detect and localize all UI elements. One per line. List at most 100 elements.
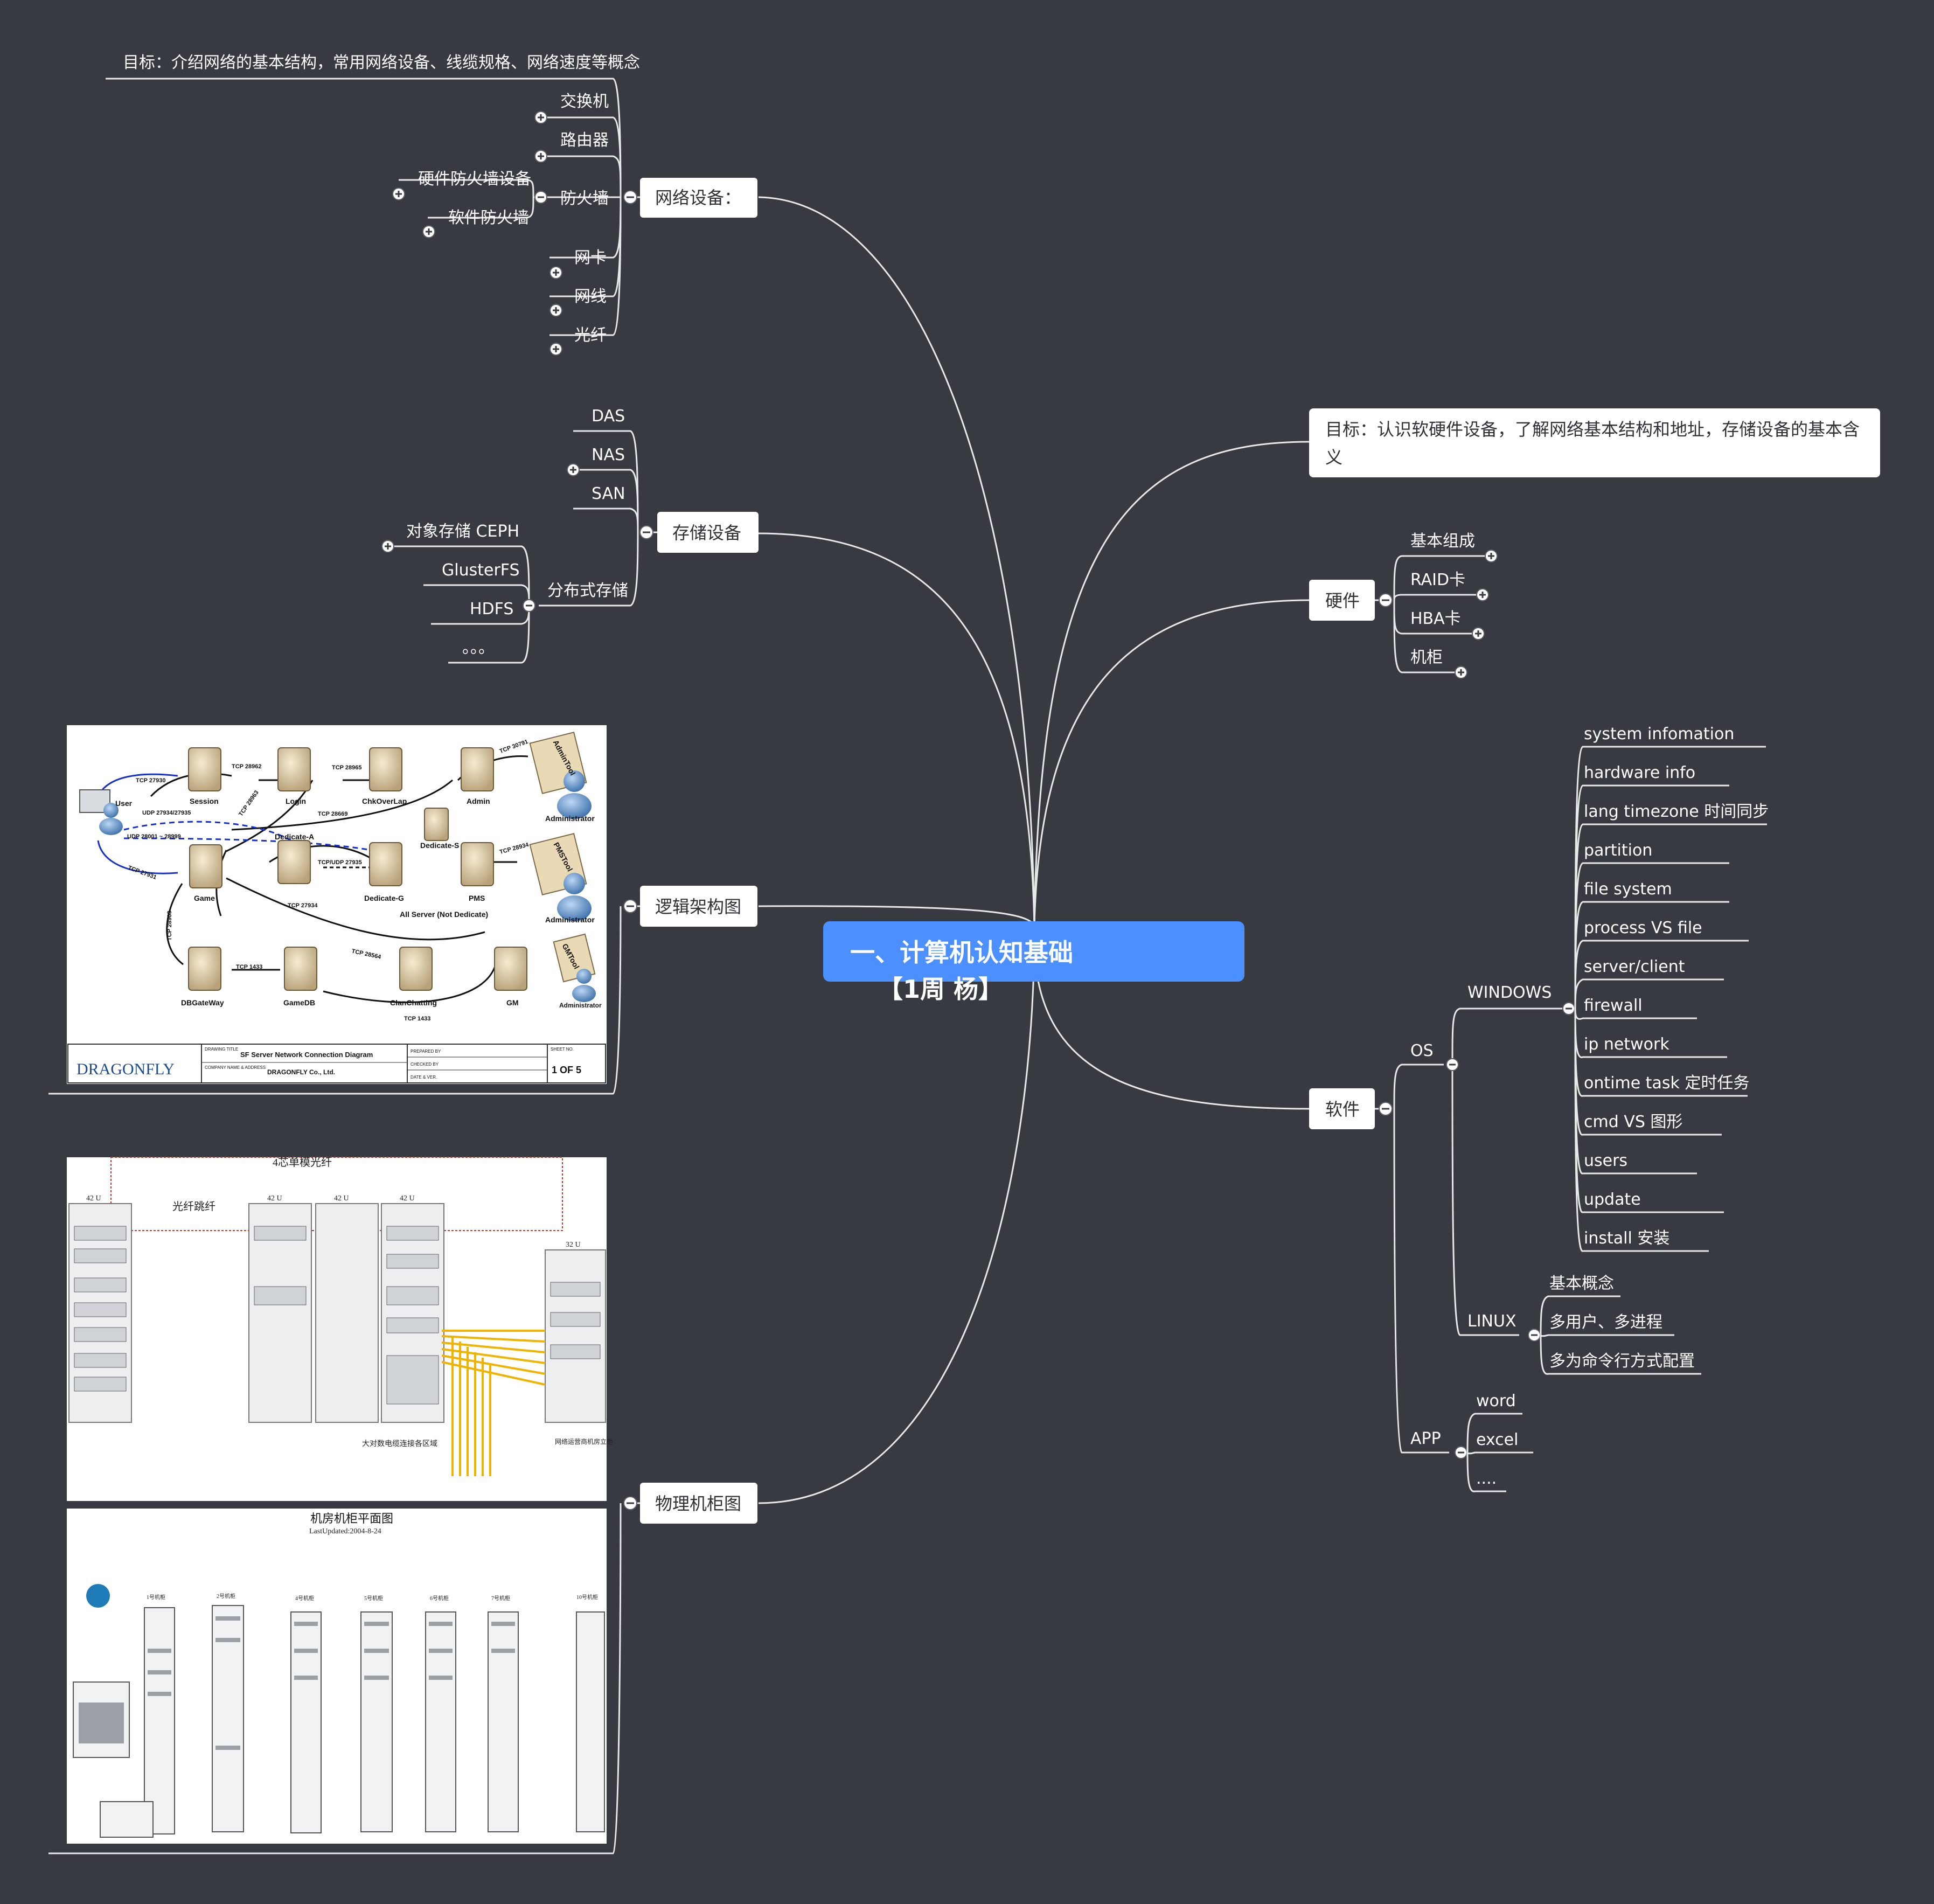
windows-item-0: system infomation bbox=[1584, 725, 1734, 743]
router-label: 路由器 bbox=[560, 131, 609, 150]
software-collapse-toggle[interactable] bbox=[1379, 1102, 1393, 1116]
app-collapse-toggle[interactable] bbox=[1455, 1446, 1467, 1459]
glusterfs-label: GlusterFS bbox=[442, 561, 520, 580]
windows-item-2: lang timezone 时间同步 bbox=[1584, 802, 1769, 821]
rack-label-10: 10号机柜 bbox=[576, 1594, 598, 1601]
floor-plan-subtitle: LastUpdated:2004-8-24 bbox=[309, 1527, 381, 1535]
windows-item-9: ontime task 定时任务 bbox=[1584, 1074, 1749, 1093]
node-gm: GM bbox=[506, 998, 519, 1007]
node-chkoverlap: ChkOverLap bbox=[362, 797, 407, 805]
linux-item-2: 多为命令行方式配置 bbox=[1549, 1352, 1695, 1371]
network-node-box[interactable] bbox=[640, 178, 757, 218]
basic-expand-toggle[interactable] bbox=[1485, 550, 1498, 562]
raid-expand-toggle[interactable] bbox=[1476, 588, 1489, 601]
network-goal: 目标：介绍网络的基本结构，常用网络设备、线缆规格、网络速度等概念 bbox=[123, 53, 640, 72]
tb-drawing-title-label: DRAWING TITLE bbox=[205, 1047, 238, 1052]
hdfs-label: HDFS bbox=[470, 600, 513, 619]
nas-expand-toggle[interactable] bbox=[567, 463, 580, 476]
software-branch: 软件 OS WINDOWS LINUX APP system infomatio… bbox=[1309, 725, 1769, 1492]
das-label: DAS bbox=[592, 407, 625, 426]
all-server-note: All Server (Not Dedicate) bbox=[400, 910, 488, 919]
floor-plan-image[interactable]: 机房机柜平面图 LastUpdated:2004-8-24 bbox=[67, 1509, 607, 1844]
ellipsis-label: 。。。 bbox=[462, 638, 495, 657]
nic-expand-toggle[interactable] bbox=[549, 266, 562, 279]
physical-node-box[interactable] bbox=[640, 1483, 757, 1524]
node-administrator-2: Administrator bbox=[545, 915, 595, 924]
fiber-label: 光纤 bbox=[574, 326, 607, 345]
distributed-collapse-toggle[interactable] bbox=[523, 599, 535, 612]
logical-node-box[interactable] bbox=[640, 886, 757, 927]
cabinet-expand-toggle[interactable] bbox=[1455, 666, 1467, 679]
ceph-label: 对象存储 CEPH bbox=[406, 522, 519, 541]
storage-branch: 存储设备 DAS NAS SAN 分布式存储 对象存储 CEPH Gluster… bbox=[381, 407, 759, 664]
hardware-label: 硬件 bbox=[1325, 590, 1360, 611]
tb-company: DRAGONFLY Co., Ltd. bbox=[267, 1068, 335, 1076]
dragonfly-logo: DRAGONFLY bbox=[76, 1060, 175, 1078]
rack-top-label: 4芯单模光纤 bbox=[273, 1156, 332, 1169]
right-goal-line2: 义 bbox=[1325, 447, 1342, 468]
node-gamedb: GameDB bbox=[283, 998, 315, 1007]
right-goal[interactable]: 目标：认识软硬件设备，了解网络基本结构和地址，存储设备的基本含 义 bbox=[1309, 408, 1880, 477]
switch-label: 交换机 bbox=[560, 92, 609, 111]
link-5: TCP 28669 bbox=[318, 811, 347, 817]
switch-expand-toggle[interactable] bbox=[534, 111, 547, 124]
windows-item-13: install 安装 bbox=[1584, 1229, 1669, 1248]
windows-collapse-toggle[interactable] bbox=[1562, 1002, 1575, 1015]
isp-note: 网络运营商机房立柜 bbox=[555, 1437, 613, 1446]
linux-collapse-toggle[interactable] bbox=[1528, 1329, 1541, 1342]
hw-firewall-expand-toggle[interactable] bbox=[392, 187, 405, 200]
tb-date: DATE & VER. bbox=[411, 1075, 437, 1080]
hardware-collapse-toggle[interactable] bbox=[1379, 593, 1393, 607]
router-expand-toggle[interactable] bbox=[534, 150, 547, 163]
network-label: 网络设备： bbox=[655, 187, 741, 208]
os-collapse-toggle[interactable] bbox=[1446, 1058, 1459, 1071]
storage-collapse-toggle[interactable] bbox=[639, 525, 653, 539]
ceph-expand-toggle[interactable] bbox=[381, 540, 394, 553]
rack-u-4: 32 U bbox=[566, 1241, 581, 1249]
windows-item-3: partition bbox=[1584, 841, 1652, 860]
software-node-box[interactable] bbox=[1309, 1088, 1375, 1129]
tb-checked: CHECKED BY bbox=[411, 1062, 439, 1067]
logical-collapse-toggle[interactable] bbox=[623, 899, 637, 913]
rack-label-4: 4号机柜 bbox=[295, 1595, 314, 1602]
physical-collapse-toggle[interactable] bbox=[623, 1496, 637, 1510]
network-collapse-toggle[interactable] bbox=[623, 190, 637, 204]
cable-note: 大对数电缆连接各区域 bbox=[362, 1439, 437, 1448]
fiber-expand-toggle[interactable] bbox=[549, 343, 562, 356]
link-9: TCP/UDP 27935 bbox=[318, 859, 362, 866]
linux-item-0: 基本概念 bbox=[1549, 1274, 1614, 1293]
hw-raid-label: RAID卡 bbox=[1410, 571, 1465, 589]
link-2: TCP 28965 bbox=[332, 765, 361, 771]
right-goal-line1: 目标：认识软硬件设备，了解网络基本结构和地址，存储设备的基本含 bbox=[1325, 419, 1860, 440]
firewall-collapse-toggle[interactable] bbox=[534, 191, 547, 204]
rack-label-5: 5号机柜 bbox=[364, 1595, 383, 1602]
root-node[interactable]: 一、计算机认知基础 【1周 杨】 bbox=[823, 921, 1244, 1004]
windows-label: WINDOWS bbox=[1467, 983, 1552, 1002]
root-title-line1: 一、计算机认知基础 bbox=[850, 938, 1073, 967]
link-0: TCP 27930 bbox=[136, 777, 165, 784]
windows-item-11: users bbox=[1584, 1151, 1627, 1170]
link-1: TCP 28962 bbox=[232, 763, 261, 770]
linux-label: LINUX bbox=[1467, 1312, 1516, 1331]
rack-u-2: 42 U bbox=[334, 1194, 349, 1203]
fiber-patch-label: 光纤跳纤 bbox=[172, 1200, 215, 1213]
sw-firewall-expand-toggle[interactable] bbox=[422, 225, 435, 238]
hardware-node-box[interactable] bbox=[1309, 580, 1375, 621]
node-game: Game bbox=[194, 894, 215, 902]
hw-firewall-label: 硬件防火墙设备 bbox=[418, 170, 531, 189]
distributed-label: 分布式存储 bbox=[547, 581, 628, 600]
physical-branch: 物理机柜图 4芯单模光纤 光纤跳纤 bbox=[48, 1156, 757, 1854]
rack-u-0: 42 U bbox=[86, 1194, 101, 1203]
cable-expand-toggle[interactable] bbox=[549, 304, 562, 317]
nas-label: NAS bbox=[592, 446, 625, 464]
hardware-branch: 硬件 基本组成 RAID卡 HBA卡 机柜 bbox=[1309, 532, 1498, 679]
floor-plan-title: 机房机柜平面图 bbox=[310, 1512, 393, 1525]
node-dedicate-s: Dedicate-S bbox=[420, 841, 459, 850]
storage-node-box[interactable] bbox=[657, 512, 759, 553]
nic-label: 网卡 bbox=[574, 248, 607, 267]
hba-expand-toggle[interactable] bbox=[1472, 627, 1485, 640]
link-13: TCP 1433 bbox=[236, 964, 262, 970]
rack-diagram-image[interactable]: 4芯单模光纤 光纤跳纤 bbox=[67, 1156, 613, 1501]
logical-diagram-image[interactable]: Session Login ChkOverLap Admin AdminTool… bbox=[67, 725, 607, 1084]
